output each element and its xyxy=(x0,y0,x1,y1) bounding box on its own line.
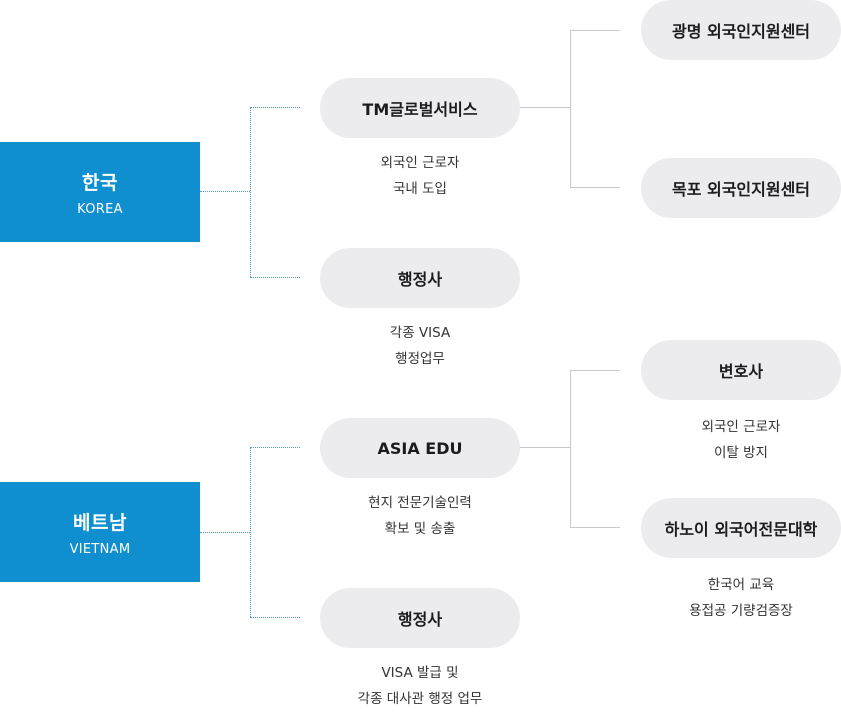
connector-vietnam-vertical xyxy=(250,447,251,617)
connector-korea xyxy=(200,191,250,192)
connector-korea-vertical xyxy=(250,107,251,277)
connector-vietnam xyxy=(200,532,250,533)
country-vietnam-eng: VIETNAM xyxy=(69,541,131,557)
connector-tm xyxy=(520,107,570,108)
branch-hanoi-college: 하노이 외국어전문대학 xyxy=(641,498,841,558)
country-vietnam-name: 베트남 xyxy=(73,511,127,534)
desc-line: 확보 및 송출 xyxy=(384,521,456,537)
desc-line: 국내 도입 xyxy=(393,181,447,197)
desc-line: 현지 전문기술인력 xyxy=(368,495,472,511)
branch-hanoi-college-desc: 한국어 교육 용접공 기량검증장 xyxy=(641,572,841,624)
desc-line: 각종 VISA xyxy=(389,325,451,341)
partner-korea-admin-desc: 각종 VISA 행정업무 xyxy=(320,320,520,372)
connector-korea-tm xyxy=(250,107,300,108)
branch-lawyer-desc: 외국인 근로자 이탈 방지 xyxy=(641,414,841,466)
connector-mokpo xyxy=(570,187,620,188)
desc-line: 한국어 교육 xyxy=(707,577,775,593)
connector-asia-vertical xyxy=(570,370,571,527)
desc-line: 용접공 기량검증장 xyxy=(689,603,793,619)
desc-line: 각종 대사관 행정 업무 xyxy=(357,691,483,707)
center-mokpo: 목포 외국인지원센터 xyxy=(641,158,841,218)
country-vietnam: 베트남 VIETNAM xyxy=(0,482,200,582)
connector-gwangmyeong xyxy=(570,30,620,31)
connector-vietnam-admin xyxy=(250,617,300,618)
country-korea-name: 한국 xyxy=(82,171,118,194)
connector-hanoi xyxy=(570,527,620,528)
connector-asia xyxy=(520,447,570,448)
partner-tm-global: TM글로벌서비스 xyxy=(320,78,520,138)
country-korea: 한국 KOREA xyxy=(0,142,200,242)
partner-korea-admin: 행정사 xyxy=(320,248,520,308)
branch-lawyer: 변호사 xyxy=(641,340,841,400)
connector-korea-admin xyxy=(250,277,300,278)
connector-tm-vertical xyxy=(570,30,571,187)
partner-asia-edu: ASIA EDU xyxy=(320,418,520,478)
partner-vietnam-admin-desc: VISA 발급 및 각종 대사관 행정 업무 xyxy=(320,660,520,712)
desc-line: 행정업무 xyxy=(395,351,445,367)
connector-lawyer xyxy=(570,370,620,371)
country-korea-eng: KOREA xyxy=(77,201,123,217)
center-gwangmyeong: 광명 외국인지원센터 xyxy=(641,0,841,60)
desc-line: 외국인 근로자 xyxy=(701,419,781,435)
partner-tm-global-desc: 외국인 근로자 국내 도입 xyxy=(320,150,520,202)
connector-vietnam-asia xyxy=(250,447,300,448)
desc-line: 이탈 방지 xyxy=(714,445,768,461)
partner-asia-edu-desc: 현지 전문기술인력 확보 및 송출 xyxy=(320,490,520,542)
desc-line: 외국인 근로자 xyxy=(380,155,460,171)
desc-line: VISA 발급 및 xyxy=(381,665,459,681)
partner-vietnam-admin: 행정사 xyxy=(320,588,520,648)
